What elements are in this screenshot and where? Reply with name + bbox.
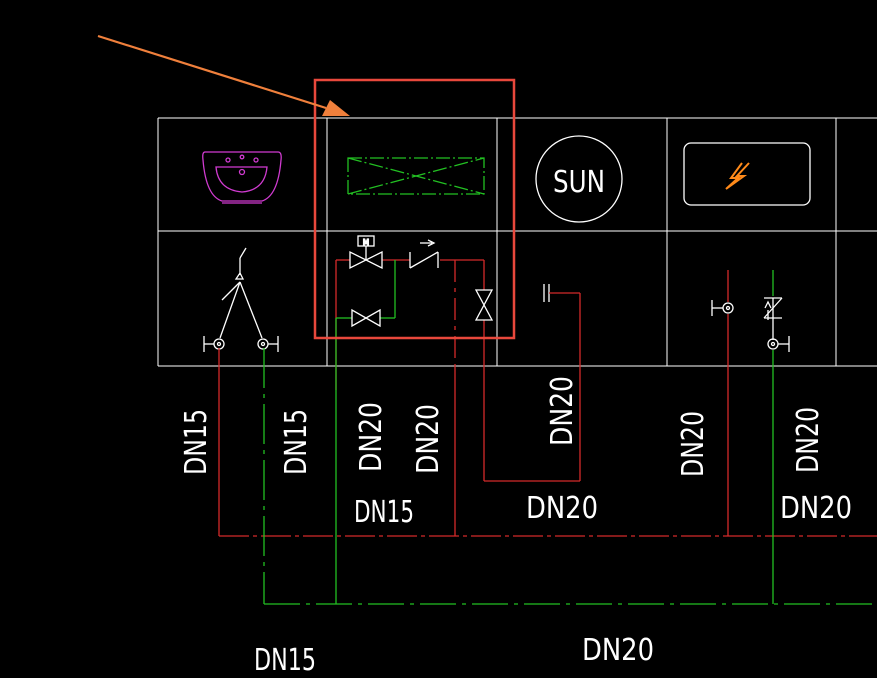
label-dn15-bottom: DN15 — [254, 643, 316, 678]
red-supply-pipes — [218, 270, 877, 537]
motorized-valve-icon: M — [349, 235, 383, 270]
pipe-labels: DN15 DN15 DN20 DN20 DN15 DN20 DN20 DN20 … — [179, 376, 852, 678]
label-dn20-mid-a: DN20 — [354, 402, 389, 472]
green-return-pipes — [263, 270, 877, 605]
label-dn20-center: DN20 — [545, 376, 580, 446]
cap-icon — [543, 284, 581, 366]
bypass-valve-icon — [351, 308, 381, 328]
label-dn20-bottom: DN20 — [582, 633, 654, 668]
label-dn15-left-b: DN15 — [279, 409, 314, 475]
annotation-arrow — [97, 34, 350, 116]
label-dn20-center-h: DN20 — [526, 491, 598, 526]
label-dn20-right-a: DN20 — [676, 411, 711, 477]
label-dn20-mid-b: DN20 — [411, 404, 446, 474]
mixing-valve-icon — [203, 247, 279, 352]
label-dn15-left-a: DN15 — [179, 409, 214, 475]
heat-exchanger-icon — [347, 157, 485, 195]
sun-label: SUN — [553, 165, 605, 200]
washbasin-icon — [202, 151, 282, 204]
highlight-box — [313, 78, 516, 340]
check-valve-icon — [409, 239, 439, 269]
outlet-valve-icon — [711, 297, 790, 352]
label-dn20-right-b: DN20 — [791, 407, 826, 473]
label-dn20-right-h: DN20 — [780, 491, 852, 526]
solar-panel-icon: SUN — [535, 135, 623, 223]
legend-table — [157, 117, 877, 367]
motor-label: M — [363, 238, 369, 247]
label-dn15-mid: DN15 — [354, 495, 414, 530]
electric-heater-icon — [683, 142, 811, 206]
gate-valve-icon — [474, 289, 494, 321]
